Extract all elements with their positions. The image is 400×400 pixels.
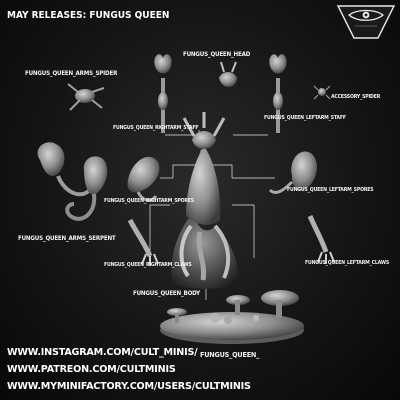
cult-miniatures-logo: [336, 5, 396, 39]
right-arm-staff-part: [154, 54, 172, 133]
label-leftarm-claws: FUNGUS_QUEEN_LEFTARM_CLAWS: [305, 260, 389, 266]
link-patreon[interactable]: WWW.PATREON.COM/CULTMINIS: [7, 364, 176, 375]
label-rightarm-spores: FUNGUS_QUEEN_RIGHTARM_SPORES: [104, 198, 194, 204]
left-arm-spores-part: [268, 151, 318, 194]
fungus-queen-base: [160, 290, 304, 344]
label-rightarm-claws: FUNGUS_QUEEN_RIGHTARM_CLAWS: [104, 262, 192, 268]
link-instagram[interactable]: WWW.INSTAGRAM.COM/CULT_MINIS/: [7, 347, 198, 358]
label-arms-serpent: FUNGUS_QUEEN_ARMS_SERPENT: [18, 235, 116, 242]
label-leftarm-staff: FUNGUS_QUEEN_LEFTARM_STAFF: [264, 115, 346, 121]
label-accessory-spider: ACCESSORY_SPIDER: [331, 94, 381, 100]
fungus-queen-head-part: [219, 61, 237, 87]
accessory-spider-part: [313, 85, 331, 100]
page-title: MAY RELEASES: FUNGUS QUEEN: [7, 10, 170, 21]
left-arm-claws-part: [307, 215, 335, 264]
label-body: FUNGUS_QUEEN_BODY: [133, 290, 200, 297]
label-leftarm-spores: FUNGUS_QUEEN_LEFTARM_SPORES: [287, 187, 374, 193]
arms-serpent-part: [37, 142, 108, 221]
arms-spider-part: [67, 83, 105, 111]
right-arm-spores-part: [127, 156, 160, 202]
label-arms-spider: FUNGUS_QUEEN_ARMS_SPIDER: [25, 70, 118, 77]
label-head: FUNGUS_QUEEN_HEAD: [183, 51, 251, 58]
label-rightarm-staff: FUNGUS_QUEEN_RIGHTARM_STAFF: [113, 125, 199, 131]
label-full-model: FUNGUS_QUEEN_: [200, 350, 260, 359]
link-myminifactory[interactable]: WWW.MYMINIFACTORY.COM/USERS/CULTMINIS: [7, 381, 251, 392]
left-arm-staff-part: [269, 54, 287, 133]
right-arm-claws-part: [127, 218, 159, 266]
fungus-queen-body: [171, 112, 240, 289]
